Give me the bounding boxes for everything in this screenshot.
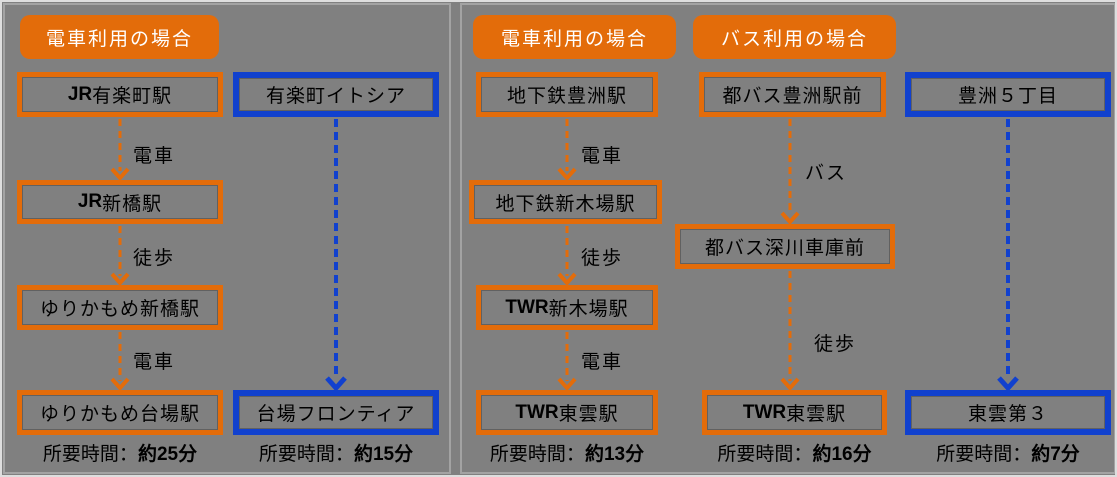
duration-text-right-train: 所要時間：約13分 xyxy=(476,439,658,466)
station-prefix: TWR xyxy=(742,401,787,423)
station-box-metro-toyosu: 地下鉄豊洲駅 xyxy=(476,72,658,117)
leg-label-walk: 徒歩 xyxy=(581,248,624,269)
station-box-metro-shinkiba: 地下鉄新木場駅 xyxy=(469,180,662,224)
station-prefix: JR xyxy=(77,191,103,212)
place-name: 台場フロンティア xyxy=(256,404,416,425)
place-name: 豊洲５丁目 xyxy=(957,86,1058,107)
duration-text-right-direct: 所要時間：約7分 xyxy=(905,439,1111,466)
arrow-right-direct xyxy=(997,119,1019,392)
arrow-bus-leg1 xyxy=(780,119,800,226)
station-box-yurikamome-shimbashi: ゆりかもめ新橋駅 xyxy=(17,285,223,330)
arrow-bus-leg2 xyxy=(780,271,800,392)
leg-label-walk: 徒歩 xyxy=(814,334,857,355)
duration-value: 約25分 xyxy=(137,444,198,465)
station-box-yurikamome-daiba: ゆりかもめ台場駅 xyxy=(17,390,223,435)
place-name: 東雲第３ xyxy=(967,404,1048,425)
leg-label-train: 電車 xyxy=(581,146,624,167)
arrow-left-train-leg1 xyxy=(110,119,130,182)
leg-label-train: 電車 xyxy=(133,146,176,167)
station-name: 都バス豊洲駅前 xyxy=(722,86,863,107)
station-name: 地下鉄新木場駅 xyxy=(495,193,636,215)
duration-text-left-direct: 所要時間：約15分 xyxy=(233,439,439,466)
header-bus-option: バス利用の場合 xyxy=(693,15,896,59)
duration-text-left-train: 所要時間：約25分 xyxy=(17,439,223,466)
station-box-bus-fukagawa-shako: 都バス深川車庫前 xyxy=(675,224,895,269)
arrow-left-train-leg3 xyxy=(110,332,130,392)
place-box-yurakucho-itocia: 有楽町イトシア xyxy=(233,72,439,117)
arrow-left-train-leg2 xyxy=(110,226,130,287)
station-name: 東雲駅 xyxy=(558,404,619,425)
leg-label-train: 電車 xyxy=(581,352,624,373)
station-prefix: JR xyxy=(67,83,93,105)
arrow-right-train-leg1 xyxy=(557,119,577,182)
station-name: 新橋駅 xyxy=(102,193,163,215)
header-train-option-left: 電車利用の場合 xyxy=(20,15,219,59)
duration-label: 所要時間： xyxy=(258,444,354,465)
arrow-right-train-leg3 xyxy=(557,332,577,392)
duration-value: 約15分 xyxy=(353,444,414,465)
leg-label-walk: 徒歩 xyxy=(133,248,176,269)
station-name: 有楽町駅 xyxy=(92,86,173,107)
duration-text-bus: 所要時間：約16分 xyxy=(702,439,887,466)
place-box-toyosu-5chome: 豊洲５丁目 xyxy=(905,72,1111,117)
station-name: 新木場駅 xyxy=(548,299,629,320)
station-name: ゆりかもめ新橋駅 xyxy=(39,299,200,320)
duration-value: 約7分 xyxy=(1031,444,1080,465)
station-name: 都バス深川車庫前 xyxy=(704,238,865,259)
place-box-daiba-frontier: 台場フロンティア xyxy=(233,390,439,435)
leg-label-bus: バス xyxy=(805,163,848,184)
leg-label-train: 電車 xyxy=(133,352,176,373)
header-train-option-right: 電車利用の場合 xyxy=(473,15,676,59)
arrow-left-direct xyxy=(325,119,347,392)
station-name: 地下鉄豊洲駅 xyxy=(506,86,627,107)
duration-label: 所要時間： xyxy=(936,444,1032,465)
place-name: 有楽町イトシア xyxy=(265,86,406,107)
station-name: 東雲駅 xyxy=(786,404,847,425)
station-name: ゆりかもめ台場駅 xyxy=(39,404,200,425)
duration-label: 所要時間： xyxy=(42,444,138,465)
duration-value: 約13分 xyxy=(584,444,645,465)
arrow-right-train-leg2 xyxy=(557,226,577,287)
duration-value: 約16分 xyxy=(812,444,872,465)
duration-label: 所要時間： xyxy=(717,444,813,465)
duration-label: 所要時間： xyxy=(489,444,585,465)
station-box-bus-toyosu-ekimae: 都バス豊洲駅前 xyxy=(699,72,886,117)
station-prefix: TWR xyxy=(515,401,559,423)
station-prefix: TWR xyxy=(505,296,549,318)
place-box-shinonome-dai3: 東雲第３ xyxy=(905,390,1111,435)
